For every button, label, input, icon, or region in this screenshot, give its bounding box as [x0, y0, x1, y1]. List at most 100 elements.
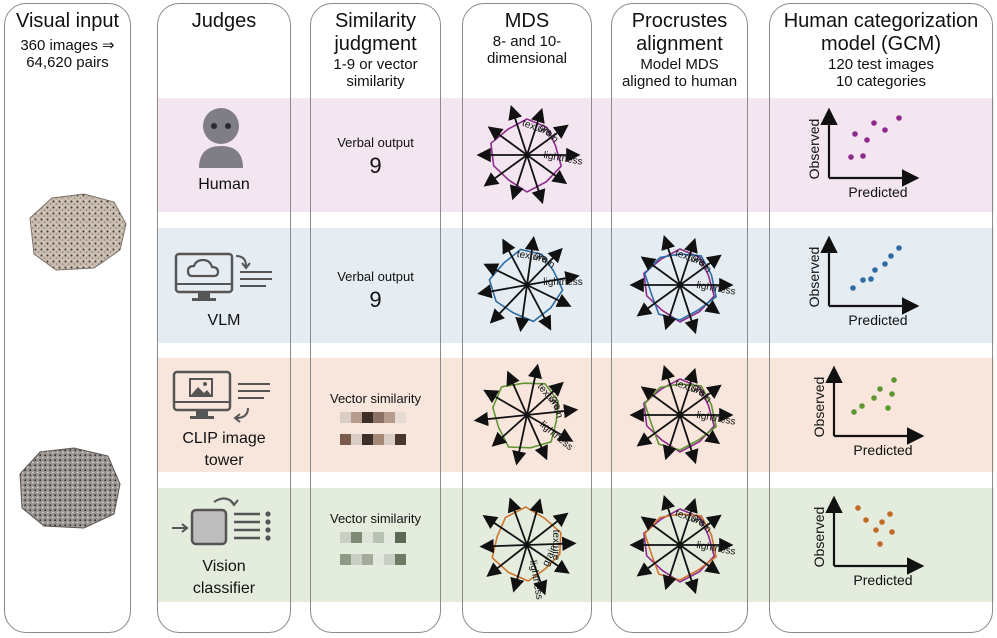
mds-axis-arrow — [526, 107, 545, 156]
gcm-column — [769, 3, 993, 633]
judge-label-clip-line1: CLIP image — [182, 430, 266, 447]
procrustes-title-2: alignment — [636, 33, 723, 55]
mds-sub-1: 8- and 10- — [492, 33, 562, 50]
judge-label-vision-line2: classifier — [192, 580, 256, 597]
mds-axis-arrow — [477, 284, 528, 299]
scatter-point — [882, 127, 888, 133]
mds-axis-arrow — [512, 414, 528, 466]
scatter-point — [896, 245, 902, 251]
similarity-sub-1: 1-9 or vector — [333, 56, 418, 73]
person-icon — [199, 108, 243, 168]
mds-axis-arrow — [636, 414, 681, 447]
procrustes-sub-2: aligned to human — [621, 73, 738, 91]
scatter-point — [852, 131, 858, 137]
scatter-point — [860, 277, 866, 283]
procrustes-sub-1: Model MDS — [640, 56, 719, 73]
judge-label-vlm: VLM — [157, 312, 291, 330]
y-axis-label: Observed — [806, 119, 822, 180]
output-label-vlm: Verbal output — [337, 269, 414, 284]
mds-polygon-clip — [643, 383, 717, 451]
judges-title: Judges — [191, 10, 257, 32]
vlm-row-band — [158, 228, 994, 343]
mds-axis-arrow — [486, 544, 528, 577]
scatter-point — [863, 517, 869, 523]
mds-axis-arrow — [526, 381, 564, 416]
monitor-cloud-icon — [174, 252, 272, 301]
mds-axis-arrow — [507, 497, 528, 546]
similarity-column — [310, 3, 441, 633]
scatter-point — [848, 154, 854, 160]
judge-label-vision-line1: Vision — [202, 558, 246, 575]
visual-input-title: Visual input — [15, 10, 120, 32]
similarity-header: Similarity judgment 1-9 or vector simila… — [310, 10, 441, 91]
gcm-title-2: model (GCM) — [820, 33, 941, 55]
mds-axis-arrow — [679, 497, 698, 546]
mds-axis-arrow — [526, 284, 552, 331]
mds-axis-arrow — [679, 284, 721, 315]
scatter-point — [859, 403, 865, 409]
mds-axis-arrow — [506, 370, 528, 416]
mds-column — [462, 3, 592, 633]
scatter-point — [873, 527, 879, 533]
visual-input-column — [4, 3, 131, 633]
output-value-human: 9 — [369, 153, 382, 178]
mds-axis-arrow — [526, 154, 546, 205]
mds-axis-arrow — [662, 414, 681, 461]
x-axis-label: Predicted — [848, 312, 907, 328]
scatter-point — [885, 405, 891, 411]
gcm-title-1: Human categorization — [783, 10, 979, 32]
mds-axis-arrow — [640, 386, 681, 416]
scatter-point — [889, 529, 895, 535]
scatter-point — [888, 253, 894, 259]
y-axis-label: Observed — [811, 507, 827, 568]
output-value-vlm: 9 — [369, 287, 382, 312]
judge-label-human: Human — [157, 176, 291, 194]
procrustes-header: Procrustes alignment Model MDS aligned t… — [611, 10, 748, 91]
scatter-point — [871, 120, 877, 126]
gcm-sub-2: 10 categories — [835, 73, 927, 91]
mds-axis-arrow — [473, 411, 528, 427]
scatter-point — [872, 267, 878, 273]
similarity-sub-2: similarity — [346, 73, 405, 91]
axis-label-texture: texture — [550, 530, 561, 561]
mds-header: MDS 8- and 10- dimensional — [462, 10, 592, 68]
scatter-point — [877, 541, 883, 547]
procrustes-title-1: Procrustes — [631, 10, 728, 32]
scatter-point — [889, 391, 895, 397]
mds-axis-arrow — [662, 544, 681, 591]
scatter-point — [850, 285, 856, 291]
visual-input-sub-1: 360 images ⇒ — [20, 37, 115, 54]
mds-axis-arrow — [679, 284, 699, 335]
mds-polygon-vlm — [643, 253, 717, 321]
mds-axis-arrow — [526, 414, 548, 461]
mds-axis-arrow — [509, 154, 528, 201]
mds-axis-arrow — [661, 364, 681, 416]
mds-axis-arrow — [483, 389, 528, 416]
mds-axis-arrow — [526, 271, 580, 286]
judges-header: Judges — [157, 10, 291, 33]
similarity-title-2: judgment — [334, 33, 417, 55]
mds-axis-arrow — [510, 544, 528, 593]
mds-axis-arrow — [640, 516, 681, 546]
judge-label-vlm-text: VLM — [207, 312, 241, 329]
mds-axis-arrow — [526, 247, 563, 286]
mds-axis-arrow — [636, 284, 681, 317]
scatter-point — [879, 519, 885, 525]
y-axis-label: Observed — [806, 247, 822, 308]
judge-label-clip-line2: tower — [204, 452, 244, 469]
mds-axis-arrow — [487, 126, 528, 156]
judges-column — [157, 3, 291, 633]
mds-sub-2: dimensional — [486, 50, 568, 68]
mds-axis-arrow — [526, 536, 577, 551]
mds-axis-arrow — [679, 414, 699, 465]
mds-axis-arrow — [679, 254, 722, 286]
vector-bars-clip — [340, 412, 406, 445]
mds-axis-arrow — [679, 514, 722, 546]
mds-axis-arrow — [483, 263, 528, 286]
